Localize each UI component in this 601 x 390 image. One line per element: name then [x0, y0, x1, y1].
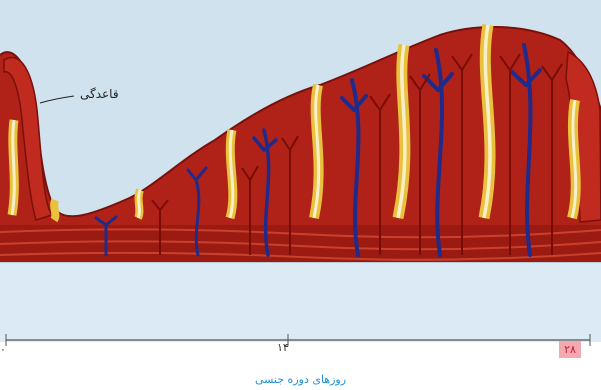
axis-label: روزهای دوره جنسی [0, 373, 601, 386]
gland [54, 200, 55, 220]
tick-label-end: ۲۸ [559, 341, 581, 358]
background-band [0, 262, 601, 342]
gland-lumen [12, 120, 14, 215]
tick-label-start: ۰ [0, 343, 6, 356]
menstruation-label: قاعدگی [80, 87, 119, 101]
tick-label-mid: ۱۴ [277, 341, 289, 354]
gland-lumen [138, 190, 140, 218]
